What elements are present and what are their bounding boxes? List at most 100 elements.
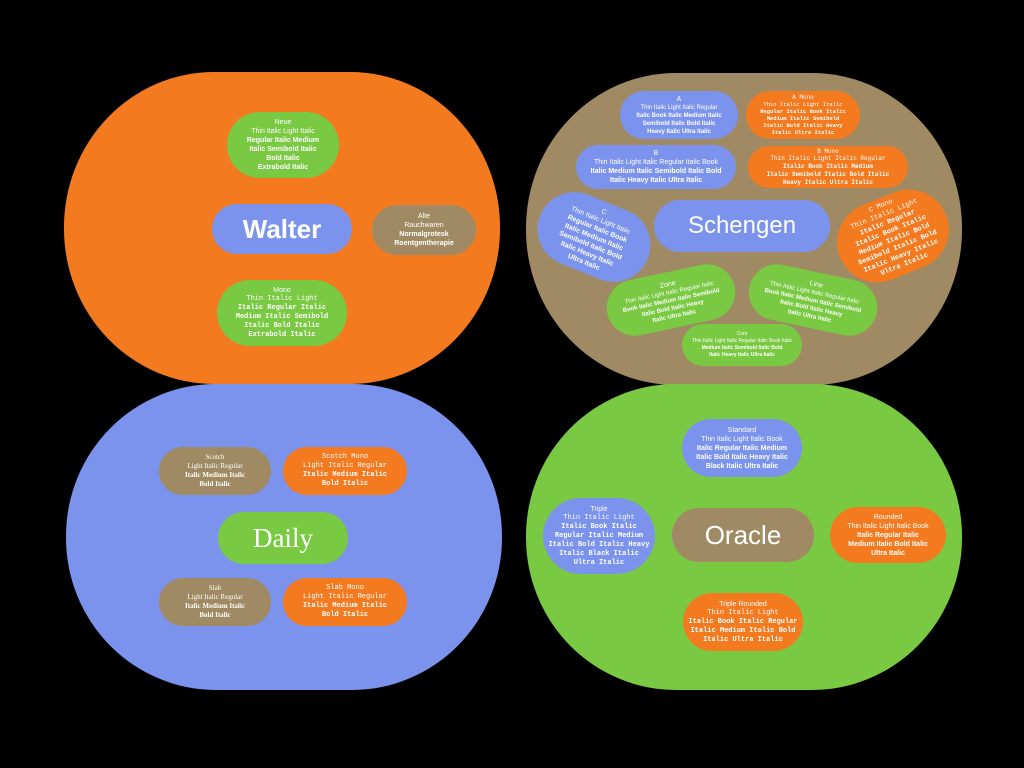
- schengen-a-mono-label: A Mono: [792, 94, 814, 101]
- walter-mono-line: Thin Italic Light: [246, 295, 318, 303]
- daily-slab-mono-line: Italic Medium Italic: [302, 602, 387, 610]
- walter-mono-label: Mono: [273, 287, 291, 294]
- oracle-triple-line: Italic Black Italic: [559, 549, 639, 558]
- schengen-a-line: Italic Book Italic Medium Italic: [636, 112, 722, 119]
- schengen-a-line: Heavy Italic Ultra Italic: [647, 128, 711, 135]
- walter-alte-line: Alte: [417, 213, 431, 220]
- daily-scotch-line: Light Italic Regular: [187, 462, 243, 470]
- walter-neue-pill: Neue Thin Italic Light Italic Regular It…: [227, 112, 339, 178]
- oracle-triple-label: Triple: [590, 505, 608, 513]
- schengen-core-line: Medium Italic Semibold Italic Bold: [701, 345, 783, 351]
- schengen-core-pill: Core Thin Italic Light Italic Regular It…: [682, 324, 802, 366]
- oracle-triple-rounded-line: Thin Italic Light: [707, 608, 779, 617]
- schengen-a-mono-line: Regular Italic Book Italic: [760, 108, 846, 115]
- daily-scotch-mono-label: Scotch Mono: [321, 453, 369, 461]
- daily-scotch-label: Scotch: [205, 453, 225, 461]
- oracle-standard-line: Italic Bold Italic Heavy Italic: [696, 453, 788, 461]
- walter-mono-pill: Mono Thin Italic Light Italic Regular It…: [217, 280, 347, 346]
- oracle-standard-pill: Standard Thin Italic Light Italic Book I…: [682, 419, 802, 477]
- daily-slab-mono-line: Light Italic Regular: [302, 593, 387, 601]
- schengen-b-mono-line: Italic Semibold Italic Bold Italic: [766, 170, 890, 178]
- daily-scotch-pill: Scotch Light Italic Regular Italic Mediu…: [159, 447, 271, 495]
- walter-mono-line: Medium Italic Semibold: [235, 313, 329, 321]
- walter-mono-line: Italic Bold Italic: [244, 322, 320, 330]
- oracle-triple-line: Regular Italic Medium: [554, 531, 644, 540]
- walter-neue-line: Italic Semibold Italic: [249, 146, 317, 153]
- daily-scotch-line: Bold Italic: [199, 480, 231, 488]
- oracle-triple-rounded-line: Italic Ultra Italic: [703, 635, 783, 644]
- schengen-a-line: Thin Italic Light Italic Regular: [640, 104, 718, 111]
- oracle-rounded-pill: Rounded Thin Italic Light Italic Book It…: [830, 507, 946, 563]
- oracle-rounded-line: Thin Italic Light Italic Book: [847, 522, 929, 530]
- oracle-triple-rounded-label: Triple Rounded: [719, 600, 767, 608]
- oracle-title: Oracle: [704, 519, 782, 550]
- daily-scotch-mono-line: Light Italic Regular: [302, 462, 387, 470]
- schengen-a-label: A: [676, 95, 682, 103]
- oracle-rounded-line: Medium Italic Bold Italic: [848, 540, 928, 548]
- walter-mono-line: Italic Regular Italic: [237, 304, 327, 312]
- oracle-triple-line: Italic Bold Italic Heavy: [548, 540, 650, 549]
- daily-title: Daily: [253, 522, 313, 553]
- walter-alte-line: Normalgrotesk: [399, 231, 449, 238]
- schengen-a-line: Semibold Italic Bold Italic: [642, 120, 716, 127]
- daily-slab-label: Slab: [208, 584, 222, 592]
- schengen-core-line: Italic Heavy Italic Ultra Italic: [709, 352, 775, 358]
- walter-alte-line: Rauchwaren: [404, 222, 444, 229]
- schengen-title: Schengen: [687, 212, 797, 239]
- walter-neue-line: Bold Italic: [266, 155, 300, 162]
- oracle-triple-line: Thin Italic Light: [563, 513, 635, 522]
- daily-slab-pill: Slab Light Italic Regular Italic Medium …: [159, 578, 271, 626]
- oracle-triple-rounded-line: Italic Medium Italic Bold: [690, 626, 796, 635]
- walter-mono-line: Extrabold Italic: [248, 331, 316, 339]
- daily-slab-mono-pill: Slab Mono Light Italic Regular Italic Me…: [283, 578, 407, 626]
- schengen-b-mono-line: Italic Book Italic Medium: [782, 162, 873, 170]
- walter-neue-label: Neue: [274, 119, 292, 126]
- walter-neue-line: Thin Italic Light Italic: [251, 128, 315, 135]
- schengen-a-pill: A Thin Italic Light Italic Regular Itali…: [620, 91, 738, 139]
- schengen-b-line: Italic Medium Italic Semibold Italic Bol…: [590, 168, 722, 175]
- daily-slab-mono-line: Bold Italic: [321, 611, 369, 619]
- walter-neue-line: Extrabold Italic: [257, 164, 309, 171]
- daily-scotch-mono-line: Bold Italic: [321, 480, 369, 488]
- schengen-b-mono-line: Heavy Italic Ultra Italic: [782, 178, 873, 186]
- oracle-rounded-label: Rounded: [873, 513, 903, 521]
- schengen-b-mono-label: B Mono: [817, 147, 839, 155]
- daily-title-pill: Daily: [218, 512, 348, 564]
- schengen-a-mono-line: Thin Italic Light Italic: [763, 101, 843, 108]
- oracle-triple-rounded-line: Italic Book Italic Regular: [688, 617, 798, 626]
- schengen-core-label: Core: [736, 331, 748, 337]
- oracle-standard-line: Black Italic Ultra Italic: [705, 462, 779, 470]
- schengen-core-line: Thin Italic Light Italic Regular Italic …: [691, 338, 793, 344]
- schengen-a-mono-pill: A Mono Thin Italic Light Italic Regular …: [746, 91, 860, 139]
- daily-scotch-line: Italic Medium Italic: [185, 471, 245, 479]
- oracle-triple-line: Italic Book Italic: [561, 522, 637, 531]
- oracle-rounded-line: Ultra Italic: [871, 549, 905, 557]
- schengen-b-mono-line: Thin Italic Light Italic Regular: [770, 154, 886, 162]
- schengen-b-label: B: [653, 150, 659, 157]
- schengen-b-mono-pill: B Mono Thin Italic Light Italic Regular …: [748, 146, 908, 188]
- daily-slab-line: Italic Medium Italic: [185, 602, 245, 610]
- schengen-b-pill: B Thin Italic Light Italic Regular Itali…: [576, 145, 736, 189]
- schengen-a-mono-line: Italic Ultra Italic: [771, 129, 835, 136]
- daily-scotch-mono-pill: Scotch Mono Light Italic Regular Italic …: [283, 447, 407, 495]
- schengen-a-mono-line: Medium Italic Semibold: [766, 115, 840, 122]
- oracle-standard-label: Standard: [727, 426, 757, 434]
- oracle-triple-rounded-pill: Triple Rounded Thin Italic Light Italic …: [683, 593, 803, 651]
- walter-title: Walter: [242, 213, 322, 244]
- oracle-triple-pill: Triple Thin Italic Light Italic Book Ita…: [543, 498, 655, 574]
- walter-alte-line: Roentgentherapie: [394, 240, 454, 247]
- walter-neue-line: Regular Italic Medium: [246, 137, 320, 144]
- schengen-b-line: Italic Heavy Italic Ultra Italic: [609, 177, 703, 184]
- schengen-title-pill: Schengen: [654, 200, 830, 252]
- oracle-title-pill: Oracle: [672, 508, 814, 562]
- daily-slab-mono-label: Slab Mono: [326, 584, 364, 592]
- schengen-a-mono-line: Italic Bold Italic Heavy: [763, 122, 843, 129]
- daily-slab-line: Light Italic Regular: [187, 593, 243, 601]
- walter-title-pill: Walter: [212, 204, 352, 254]
- oracle-triple-line: Ultra Italic: [573, 558, 625, 567]
- walter-alte-pill: Alte Rauchwaren Normalgrotesk Roentgenth…: [372, 205, 476, 255]
- schengen-b-line: Thin Italic Light Italic Regular Italic …: [593, 159, 719, 166]
- daily-slab-line: Bold Italic: [199, 611, 231, 619]
- oracle-standard-line: Thin Italic Light Italic Book: [701, 435, 783, 443]
- oracle-rounded-line: Italic Regular Italic: [857, 531, 919, 539]
